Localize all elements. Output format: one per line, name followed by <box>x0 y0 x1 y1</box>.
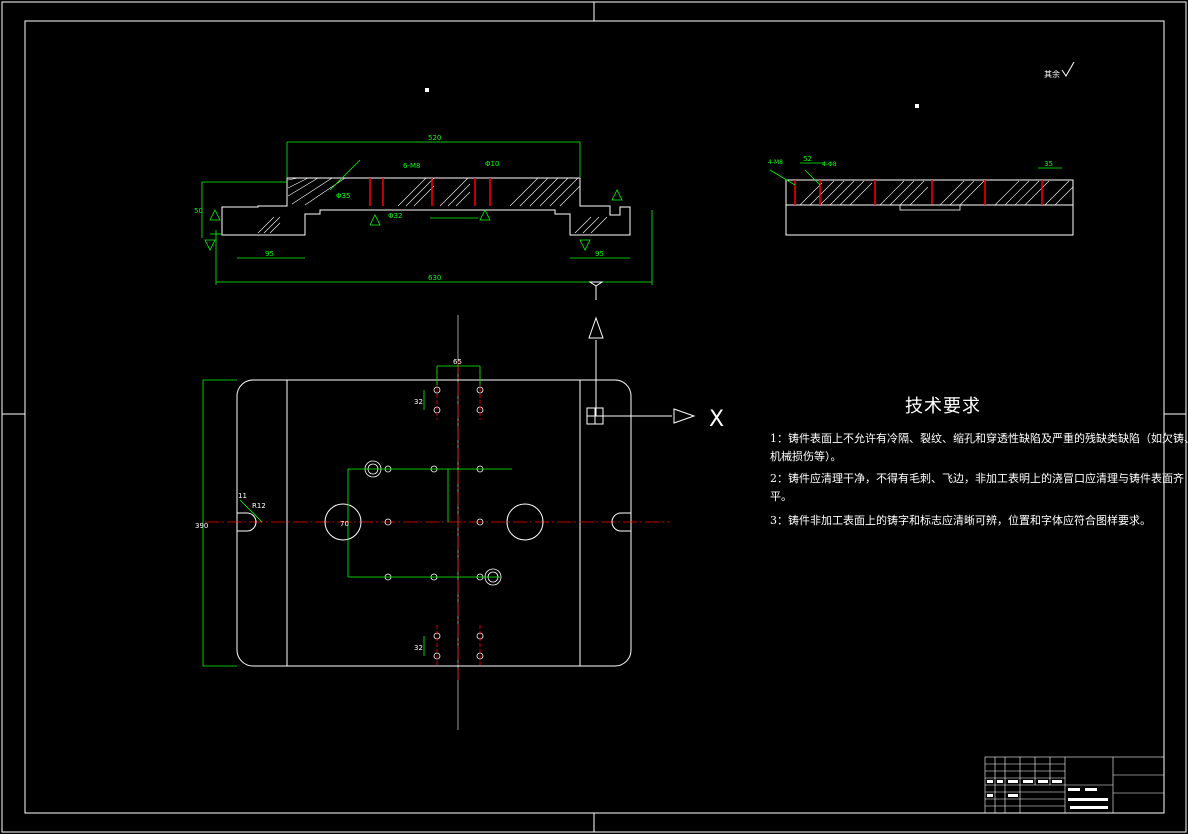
svg-text:50: 50 <box>194 207 203 215</box>
svg-text:95: 95 <box>265 250 274 258</box>
svg-text:Φ35: Φ35 <box>336 192 350 200</box>
svg-text:4-Φ8: 4-Φ8 <box>822 161 837 168</box>
side-view: 52 4-M8 4-Φ8 35 <box>768 155 1074 236</box>
svg-text:11: 11 <box>238 492 247 500</box>
svg-text:32: 32 <box>414 644 423 652</box>
svg-text:Φ10: Φ10 <box>485 160 499 168</box>
svg-text:32: 32 <box>414 398 423 406</box>
svg-text:R12: R12 <box>252 502 266 510</box>
roughness-note: 其余 <box>1044 61 1075 79</box>
axis-x-label: X <box>709 407 724 432</box>
technical-requirements-title: 技术要求 <box>905 396 981 417</box>
front-section-view: 520 630 50 95 95 Φ10 Φ35 Φ32 6-M8 <box>194 134 653 300</box>
svg-text:95: 95 <box>595 250 604 258</box>
svg-text:52: 52 <box>803 155 812 163</box>
marker-dot-2 <box>915 104 919 108</box>
svg-text:其余: 其余 <box>1044 69 1060 79</box>
technical-requirement-line: 2：铸件应清理干净，不得有毛刺、飞边，非加工表明上的浇冒口应清理与铸件表面齐 <box>770 472 1184 485</box>
svg-text:390: 390 <box>195 522 208 530</box>
axis-symbol <box>586 316 696 425</box>
plan-view: 390 65 32 32 70 R12 11 <box>195 315 670 730</box>
technical-requirement-line: 1：铸件表面上不允许有冷隔、裂纹、缩孔和穿透性缺陷及严重的残缺类缺陷（如欠铸、 <box>770 432 1188 445</box>
svg-text:4-M8: 4-M8 <box>768 159 783 166</box>
title-block <box>984 756 1165 814</box>
svg-text:630: 630 <box>428 274 441 282</box>
technical-requirement-line: 3：铸件非加工表面上的铸字和标志应清晰可辨，位置和字体应符合图样要求。 <box>770 514 1151 527</box>
technical-requirement-line: 机械损伤等）。 <box>770 450 842 463</box>
svg-text:65: 65 <box>453 358 462 366</box>
svg-text:70: 70 <box>340 520 349 528</box>
svg-text:6-M8: 6-M8 <box>403 162 420 170</box>
technical-requirement-line: 平。 <box>770 490 792 503</box>
svg-text:520: 520 <box>428 134 441 142</box>
svg-text:Φ32: Φ32 <box>388 212 402 220</box>
title-block-fills <box>987 780 1108 809</box>
svg-text:35: 35 <box>1044 160 1053 168</box>
marker-dot-1 <box>425 88 429 92</box>
